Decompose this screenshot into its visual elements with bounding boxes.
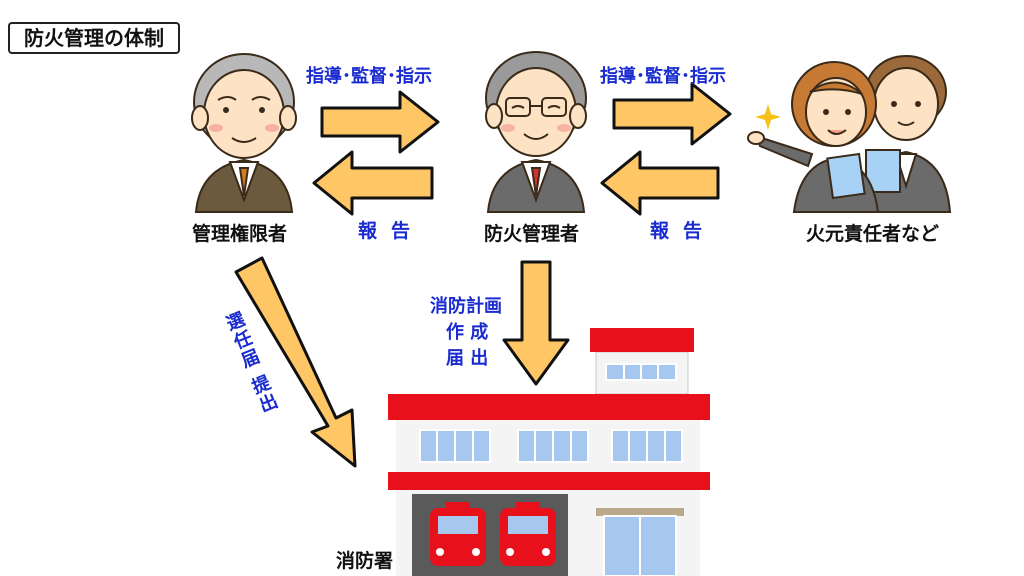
arrow-guidance-2: [612, 82, 732, 146]
plan-label-line2: 作 成: [446, 322, 489, 343]
diagram-title: 防火管理の体制: [8, 22, 180, 54]
arrow-report-2: [600, 150, 720, 216]
arrow-appointment: [234, 256, 357, 468]
two-staff-icon: [747, 55, 952, 213]
fire-truck-icon: [500, 502, 556, 566]
report-label-1: 報告: [358, 220, 425, 242]
arrow-report-1: [312, 150, 434, 216]
arrow-plan: [502, 260, 570, 386]
fire-station-label: 消防署: [336, 550, 394, 572]
guidance-label-1: 指導･監督･指示: [306, 66, 432, 87]
staff-label: 火元責任者など: [806, 223, 940, 245]
authority-label: 管理権限者: [192, 223, 288, 245]
plan-label-line1: 消防計画: [430, 296, 502, 317]
report-label-2: 報告: [650, 220, 717, 242]
plan-label-line3: 届 出: [446, 348, 489, 369]
arrow-guidance-1: [320, 90, 440, 154]
fire-station-icon: [388, 328, 710, 576]
manager-with-glasses-icon: [485, 51, 587, 213]
manager-label: 防火管理者: [484, 223, 580, 245]
guidance-label-2: 指導･監督･指示: [600, 66, 726, 87]
fire-truck-icon: [430, 502, 486, 566]
elderly-man-icon: [191, 53, 297, 213]
